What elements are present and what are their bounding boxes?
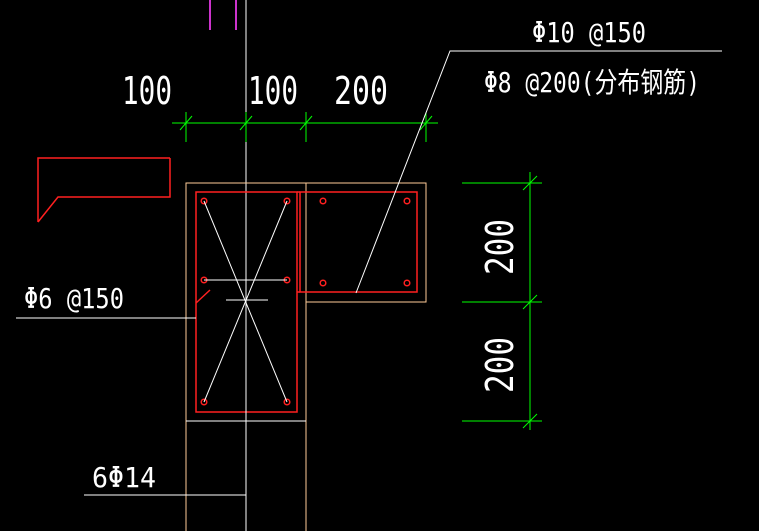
vertical-dimension-line	[462, 172, 542, 430]
top-axis-marks	[209, 0, 237, 30]
top-rebar-label: Φ10 @150	[532, 16, 646, 49]
stirrup-label: Φ6 @150	[24, 282, 124, 315]
longitudinal-rebar-label: 6Φ14	[92, 461, 156, 494]
dimension-label-h3: 200	[334, 69, 388, 113]
column-cross-lines	[203, 200, 288, 403]
section-outline	[185, 182, 427, 531]
dimension-label-v2: 200	[478, 337, 522, 393]
dimension-label-v1: 200	[478, 219, 522, 275]
leader-lines	[16, 50, 722, 496]
dimension-label-h1: 100	[122, 69, 172, 113]
dimension-label-h2: 100	[248, 69, 298, 113]
horizontal-dimension-line	[172, 112, 438, 142]
rebar-dots	[200, 197, 411, 406]
distribution-rebar-label: Φ8 @200(分布钢筋)	[484, 66, 700, 99]
left-rebar-hook	[37, 157, 171, 223]
